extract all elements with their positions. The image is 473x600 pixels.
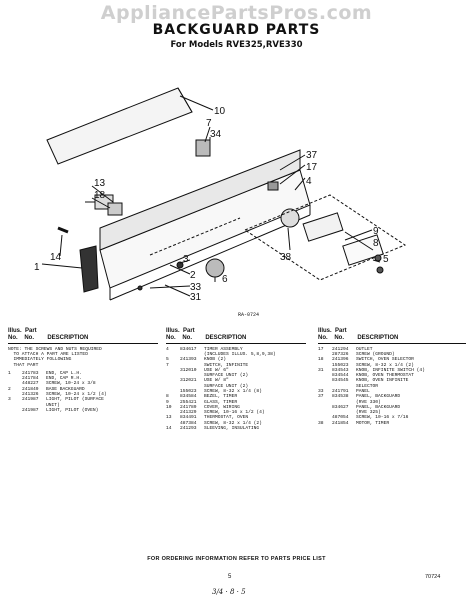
column-header-2: No. No. DESCRIPTION	[166, 335, 306, 344]
table-row: SURFACE UNIT (2)	[204, 383, 249, 389]
callout-14: 14	[50, 252, 62, 263]
callout-6: 6	[222, 274, 228, 285]
diagram-ref-code: RA-0724	[238, 312, 259, 318]
table-row: 312010 USE W/ 6"	[180, 367, 229, 373]
callout-5: 5	[383, 254, 389, 265]
timer-motor	[280, 208, 300, 228]
timer-knob-2	[376, 266, 384, 274]
table-row: (INCLUDES ILLUS. 5,8,9,38)	[204, 352, 276, 358]
screws-note: NOTE: THE SCREWS AND NUTS REQUIRED TO AT…	[8, 346, 102, 368]
table-row: SELECTOR	[356, 383, 379, 389]
callout-34: 34	[210, 129, 222, 140]
exploded-parts-diagram: 10 7 34 13 18 14 1 37 17 4 9 8 3 5 38 2 …	[34, 87, 407, 318]
watermark: AppliancePartsPros.com	[100, 2, 373, 24]
pilot-light	[176, 261, 184, 269]
backguard-panel-top	[99, 149, 301, 251]
callout-4: 4	[306, 176, 312, 187]
timer-bezel	[302, 212, 344, 242]
callout-10: 10	[214, 106, 226, 117]
callout-18: 18	[94, 190, 106, 201]
parts-column-1: Illus. Part No. No. DESCRIPTION NOTE: TH…	[8, 328, 158, 413]
callout-17: 17	[306, 162, 318, 173]
page-title: BACKGUARD PARTS	[152, 22, 321, 38]
column-header-2: No. No. DESCRIPTION	[318, 335, 466, 344]
callout-33: 33	[190, 282, 202, 293]
timer-assembly-outline	[243, 194, 407, 281]
callout-2: 2	[190, 270, 196, 281]
screw	[137, 285, 143, 291]
outlet	[267, 181, 279, 191]
callout-7: 7	[206, 118, 212, 129]
callout-13: 13	[94, 178, 106, 189]
page-number: 5	[228, 574, 232, 580]
insulating-sleeving	[57, 226, 69, 234]
table-row: 312021 USE W/ 8"	[180, 378, 229, 384]
callout-8: 8	[373, 238, 379, 249]
callout-3: 3	[183, 254, 189, 265]
table-row: SURFACE UNIT (2)	[204, 373, 249, 379]
ordering-info-footer: FOR ORDERING INFORMATION REFER TO PARTS …	[147, 556, 326, 562]
table-row: (RVE 330)	[356, 399, 381, 405]
wiring-cover	[46, 87, 193, 165]
handwritten-note: 3/4 · 8 · 5	[212, 588, 246, 596]
column-header-2: No. No. DESCRIPTION	[8, 335, 158, 344]
document-code: 70724	[425, 574, 441, 580]
timer-glass	[342, 234, 384, 266]
column-header-1: Illus. Part	[166, 328, 195, 334]
oven-selector-switch	[107, 202, 123, 216]
callout-9: 9	[373, 226, 379, 237]
callout-1: 1	[34, 262, 40, 273]
page-subtitle: For Models RVE325,RVE330	[170, 40, 303, 50]
callout-37: 37	[306, 150, 318, 161]
callout-38: 38	[280, 252, 292, 263]
timer-knob-1	[374, 254, 382, 262]
column-header-1: Illus. Part	[8, 328, 37, 334]
callout-31: 31	[190, 292, 202, 303]
column-header-1: Illus. Part	[318, 328, 347, 334]
table-row: UNIT)	[46, 402, 60, 408]
end-cap-left	[79, 245, 99, 293]
table-row: (RVE 325)	[356, 410, 381, 416]
infinite-switch	[195, 139, 211, 157]
